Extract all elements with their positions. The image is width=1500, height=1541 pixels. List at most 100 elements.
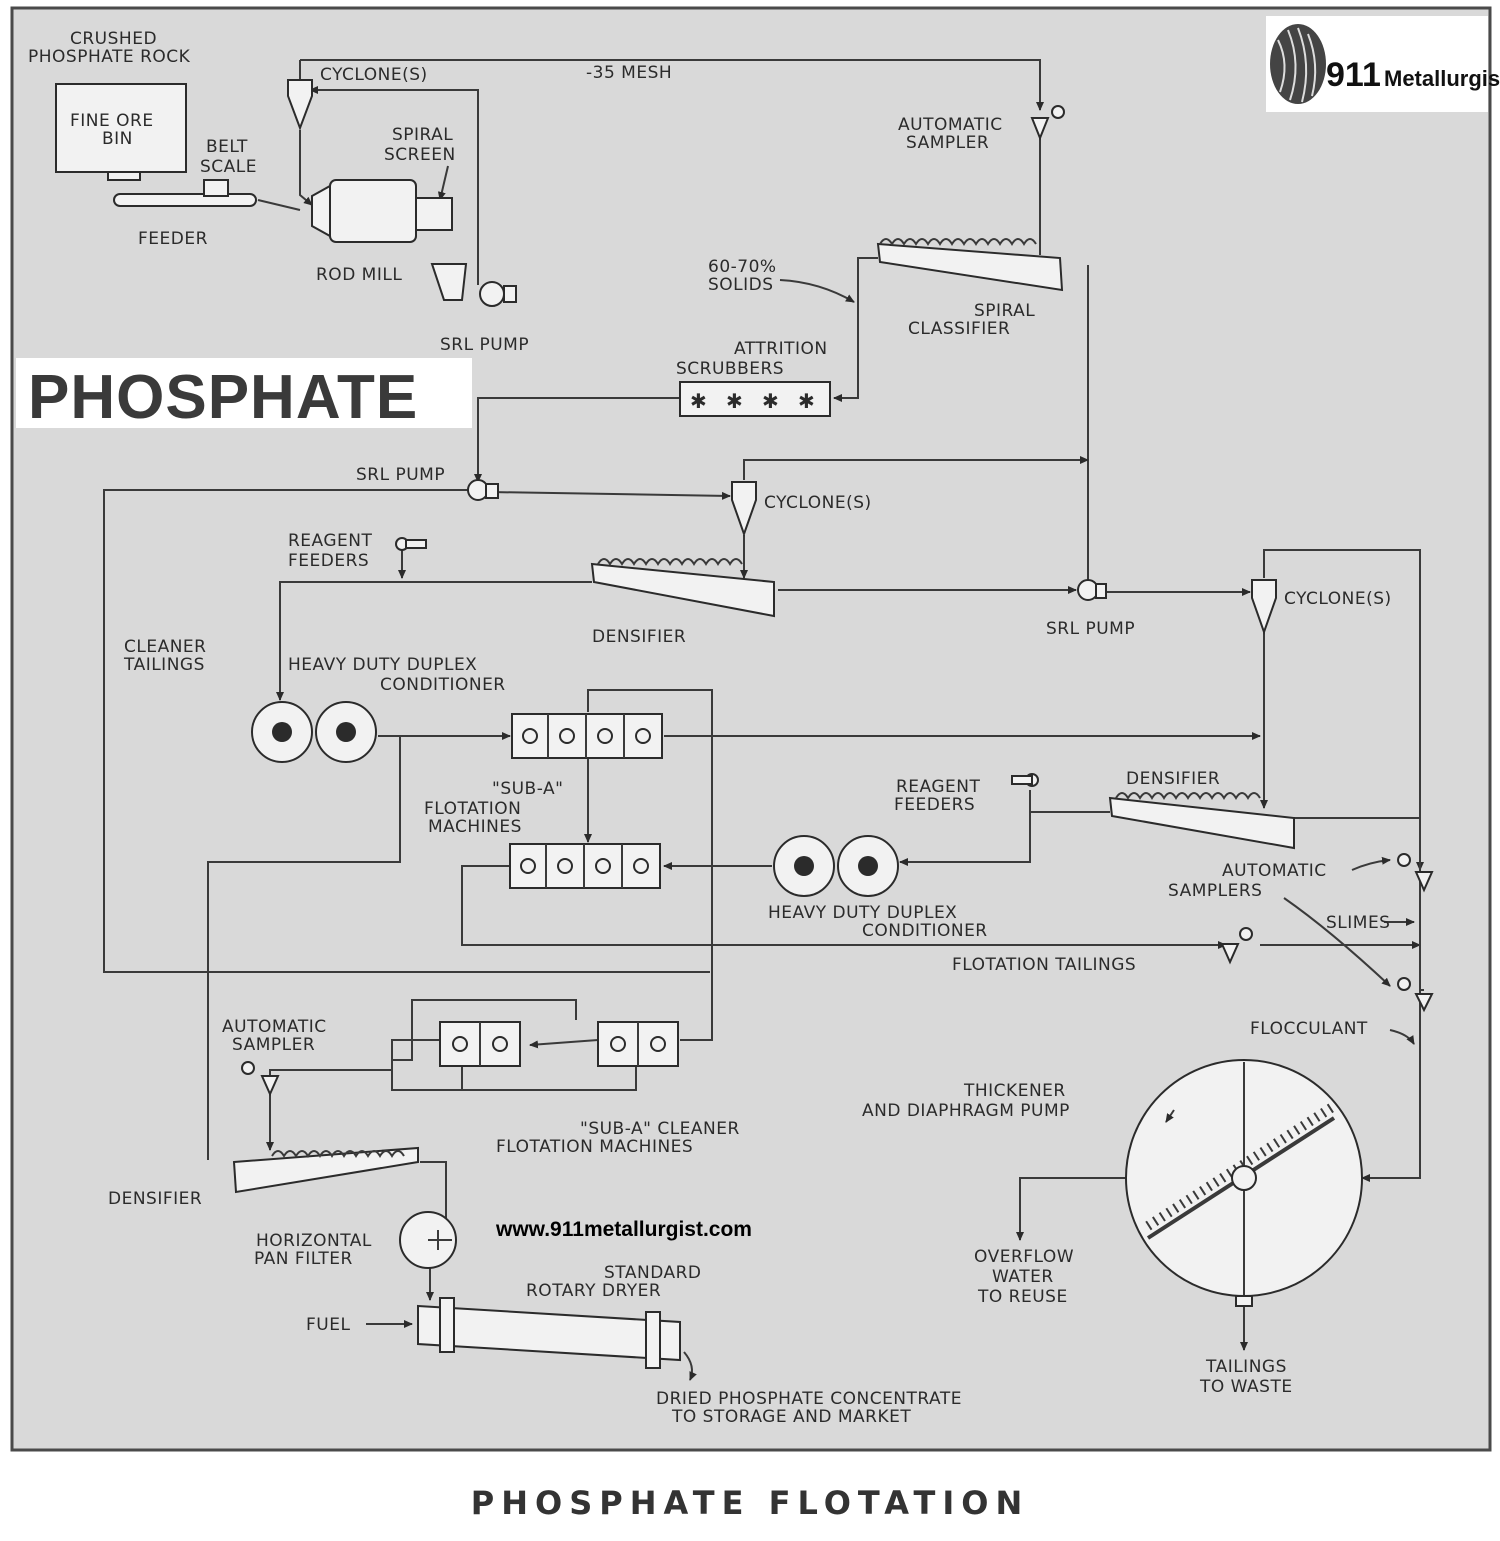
scavenger-flotation-cells bbox=[509, 843, 661, 889]
label-srl-pump-1: SRL PUMP bbox=[440, 335, 529, 355]
rotary-dryer bbox=[417, 1297, 681, 1369]
label-densifier-2: DENSIFIER bbox=[1126, 769, 1220, 789]
label-sub-a-1: "SUB-A" bbox=[492, 779, 563, 799]
label-solids-1: 60-70% bbox=[708, 257, 777, 277]
label-densifier-3: DENSIFIER bbox=[108, 1189, 202, 1209]
label-pan-filter-2: PAN FILTER bbox=[254, 1249, 353, 1269]
label-overflow-2: WATER bbox=[992, 1267, 1054, 1287]
cleaner-flotation-cells bbox=[439, 1021, 679, 1067]
label-hd-conditioner-2-1: HEAVY DUTY DUPLEX bbox=[768, 903, 957, 923]
label-thickener-2: AND DIAPHRAGM PUMP bbox=[862, 1101, 1070, 1121]
belt-conveyor bbox=[113, 179, 257, 207]
attrition-scrubbers: ✱ ✱ ✱ ✱ bbox=[679, 381, 831, 417]
label-tailings-waste-2: TO WASTE bbox=[1199, 1377, 1293, 1397]
rod-mill bbox=[311, 179, 468, 301]
label-auto-sampler-top-1: AUTOMATIC bbox=[898, 115, 1003, 135]
big-title-box: PHOSPHATE bbox=[16, 358, 472, 432]
srl-pump-2 bbox=[467, 479, 499, 501]
label-rod-mill: ROD MILL bbox=[316, 265, 402, 285]
label-attrition-2: SCRUBBERS bbox=[676, 359, 784, 379]
label-densifier-1: DENSIFIER bbox=[592, 627, 686, 647]
label-spiral-classifier-1: SPIRAL bbox=[974, 301, 1035, 321]
label-reagent-feeders-1-2: FEEDERS bbox=[288, 551, 369, 571]
label-fine-ore-bin-2: BIN bbox=[102, 129, 133, 149]
label-sub-a-3: MACHINES bbox=[428, 817, 522, 837]
cyclone-top bbox=[287, 79, 313, 131]
label-belt-scale-1: BELT bbox=[206, 137, 248, 157]
duplex-conditioner-2 bbox=[773, 835, 899, 897]
label-cyclone-mid: CYCLONE(S) bbox=[764, 493, 872, 513]
label-pan-filter-1: HORIZONTAL bbox=[256, 1231, 372, 1251]
label-dried-concentrate-1: DRIED PHOSPHATE CONCENTRATE bbox=[656, 1389, 962, 1409]
brand-number: 911 bbox=[1326, 56, 1381, 94]
thickener bbox=[1125, 1059, 1363, 1307]
label-auto-samplers-1: AUTOMATIC bbox=[1222, 861, 1327, 881]
label-attrition-1: ATTRITION bbox=[734, 339, 828, 359]
label-thickener-1: THICKENER bbox=[963, 1081, 1066, 1101]
label-fuel: FUEL bbox=[306, 1315, 350, 1335]
svg-text:✱: ✱ bbox=[798, 389, 815, 413]
label-dried-concentrate-2: TO STORAGE AND MARKET bbox=[671, 1407, 911, 1427]
label-cyclone-top: CYCLONE(S) bbox=[320, 65, 428, 85]
label-hd-conditioner-2-2: CONDITIONER bbox=[862, 921, 988, 941]
brand-logo: 911 Metallurgist bbox=[1266, 16, 1500, 112]
svg-text:✱: ✱ bbox=[762, 389, 779, 413]
label-flotation-tailings: FLOTATION TAILINGS bbox=[952, 955, 1136, 975]
label-mesh: -35 MESH bbox=[586, 63, 672, 83]
label-overflow-1: OVERFLOW bbox=[974, 1247, 1074, 1267]
label-spiral-classifier-2: CLASSIFIER bbox=[908, 319, 1010, 339]
label-srl-pump-3: SRL PUMP bbox=[1046, 619, 1135, 639]
label-auto-sampler-top-2: SAMPLER bbox=[906, 133, 989, 153]
big-title: PHOSPHATE bbox=[28, 363, 418, 432]
srl-pump-3 bbox=[1077, 579, 1107, 601]
label-auto-sampler-left-2: SAMPLER bbox=[232, 1035, 315, 1055]
flow-lines bbox=[103, 59, 1424, 1381]
label-tailings-waste-1: TAILINGS bbox=[1205, 1357, 1287, 1377]
reagent-feeder-2 bbox=[1011, 773, 1039, 787]
spiral-classifier bbox=[876, 238, 1064, 292]
caption: PHOSPHATE FLOTATION bbox=[471, 1484, 1029, 1522]
label-sub-a-cleaner-2: FLOTATION MACHINES bbox=[496, 1137, 693, 1157]
label-cleaner-tailings-1: CLEANER bbox=[124, 637, 206, 657]
label-reagent-feeders-1-1: REAGENT bbox=[288, 531, 373, 551]
horizontal-pan-filter bbox=[399, 1211, 457, 1269]
label-fine-ore-bin-1: FINE ORE bbox=[70, 111, 154, 131]
label-spiral-screen-2: SCREEN bbox=[384, 145, 456, 165]
rougher-flotation-cells bbox=[511, 713, 663, 759]
label-srl-pump-2: SRL PUMP bbox=[356, 465, 445, 485]
label-reagent-feeders-2-1: REAGENT bbox=[896, 777, 981, 797]
automatic-sampler-top bbox=[1030, 105, 1065, 141]
duplex-conditioner-1 bbox=[251, 701, 377, 763]
cyclone-mid bbox=[731, 481, 757, 538]
automatic-sampler-left bbox=[241, 1061, 280, 1097]
label-crushed-rock-1: CRUSHED bbox=[70, 29, 157, 49]
label-hd-conditioner-1-1: HEAVY DUTY DUPLEX bbox=[288, 655, 477, 675]
label-cyclone-right: CYCLONE(S) bbox=[1284, 589, 1392, 609]
densifier-1 bbox=[590, 558, 775, 618]
label-flocculant: FLOCCULANT bbox=[1250, 1019, 1368, 1039]
label-cleaner-tailings-2: TAILINGS bbox=[123, 655, 205, 675]
label-auto-sampler-left-1: AUTOMATIC bbox=[222, 1017, 327, 1037]
fine-ore-bin bbox=[55, 83, 187, 181]
label-hd-conditioner-1-2: CONDITIONER bbox=[380, 675, 506, 695]
labels: CRUSHED PHOSPHATE ROCK FINE ORE BIN BELT… bbox=[28, 29, 1392, 1427]
srl-pump-1 bbox=[479, 281, 517, 307]
label-spiral-screen-1: SPIRAL bbox=[392, 125, 453, 145]
label-crushed-rock-2: PHOSPHATE ROCK bbox=[28, 47, 191, 67]
label-auto-samplers-2: SAMPLERS bbox=[1168, 881, 1262, 901]
label-sub-a-cleaner-1: "SUB-A" CLEANER bbox=[580, 1119, 740, 1139]
densifier-3 bbox=[232, 1146, 419, 1194]
label-sub-a-2: FLOTATION bbox=[424, 799, 521, 819]
label-feeder: FEEDER bbox=[138, 229, 208, 249]
label-rotary-dryer-1: STANDARD bbox=[604, 1263, 702, 1283]
label-reagent-feeders-2-2: FEEDERS bbox=[894, 795, 975, 815]
svg-text:✱: ✱ bbox=[726, 389, 743, 413]
label-slimes: SLIMES bbox=[1326, 913, 1390, 933]
automatic-samplers-right bbox=[1220, 853, 1434, 1013]
website-url: www.911metallurgist.com bbox=[495, 1218, 752, 1241]
label-rotary-dryer-2: ROTARY DRYER bbox=[526, 1281, 661, 1301]
reagent-feeder-1 bbox=[395, 537, 427, 551]
brand-name: Metallurgist bbox=[1384, 66, 1500, 91]
